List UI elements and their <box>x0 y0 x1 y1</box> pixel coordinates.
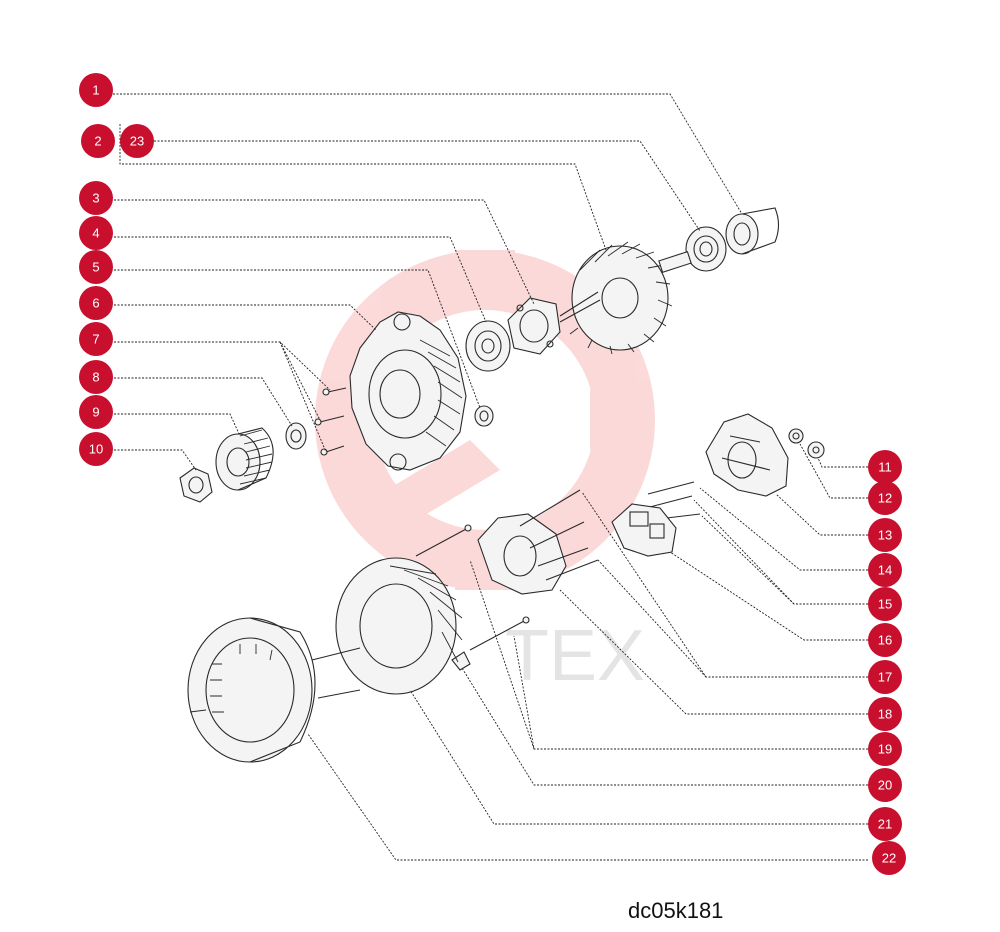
svg-text:10: 10 <box>89 442 103 457</box>
svg-text:19: 19 <box>878 742 892 757</box>
svg-text:9: 9 <box>92 405 99 420</box>
callout-12: 12 <box>868 481 902 515</box>
callout-23: 23 <box>120 124 154 158</box>
svg-text:14: 14 <box>878 563 892 578</box>
svg-text:11: 11 <box>878 460 892 475</box>
part-rear-housing <box>335 557 463 695</box>
callout-6: 6 <box>79 286 113 320</box>
part-terminal-nuts <box>788 428 825 459</box>
callout-8: 8 <box>79 360 113 394</box>
callout-4: 4 <box>79 216 113 250</box>
svg-text:16: 16 <box>878 633 892 648</box>
part-through-bolts <box>415 524 530 671</box>
svg-text:6: 6 <box>92 296 99 311</box>
svg-text:20: 20 <box>878 778 892 793</box>
part-rear-bearing <box>685 226 727 272</box>
svg-text:1: 1 <box>92 83 99 98</box>
svg-text:15: 15 <box>878 597 892 612</box>
callout-9: 9 <box>79 395 113 429</box>
svg-text:8: 8 <box>92 370 99 385</box>
callout-3: 3 <box>79 181 113 215</box>
svg-text:2: 2 <box>94 134 101 149</box>
watermark-text: TEX <box>505 616 645 696</box>
callout-14: 14 <box>868 553 902 587</box>
svg-text:23: 23 <box>130 134 144 149</box>
part-rectifier <box>477 489 599 595</box>
callout-20: 20 <box>868 768 902 802</box>
callout-18: 18 <box>868 697 902 731</box>
callout-1: 1 <box>79 73 113 107</box>
part-spacer-ring <box>285 422 307 450</box>
callout-13: 13 <box>868 518 902 552</box>
part-pulley <box>215 427 274 491</box>
part-bearing-cap <box>725 207 780 255</box>
svg-text:3: 3 <box>92 191 99 206</box>
callout-10: 10 <box>79 432 113 466</box>
callout-21: 21 <box>868 807 902 841</box>
part-rear-cover <box>705 413 789 497</box>
svg-text:21: 21 <box>878 817 892 832</box>
callout-19: 19 <box>868 732 902 766</box>
part-drive-end-housing <box>349 311 467 471</box>
callout-22: 22 <box>872 841 906 875</box>
callout-5: 5 <box>79 250 113 284</box>
callout-2: 2 <box>81 124 115 158</box>
leader-lines <box>113 93 868 861</box>
part-voltage-regulator <box>611 503 677 557</box>
svg-text:7: 7 <box>92 332 99 347</box>
diagram-code-label: dc05k181 <box>628 898 724 923</box>
svg-text:22: 22 <box>882 851 896 866</box>
part-housing-screws <box>314 387 347 456</box>
svg-text:13: 13 <box>878 528 892 543</box>
part-bearing-retainer-plate <box>507 297 561 355</box>
part-stator <box>187 617 361 763</box>
svg-text:18: 18 <box>878 707 892 722</box>
svg-text:5: 5 <box>92 260 99 275</box>
callout-11: 11 <box>868 450 902 484</box>
part-spacer <box>474 405 494 427</box>
svg-text:17: 17 <box>878 670 892 685</box>
callout-17: 17 <box>868 660 902 694</box>
callout-16: 16 <box>868 623 902 657</box>
svg-text:12: 12 <box>878 491 892 506</box>
callout-15: 15 <box>868 587 902 621</box>
svg-text:4: 4 <box>92 226 99 241</box>
part-front-bearing <box>465 320 511 372</box>
part-rotor <box>559 241 692 355</box>
part-pulley-nut <box>179 467 213 503</box>
callout-7: 7 <box>79 322 113 356</box>
